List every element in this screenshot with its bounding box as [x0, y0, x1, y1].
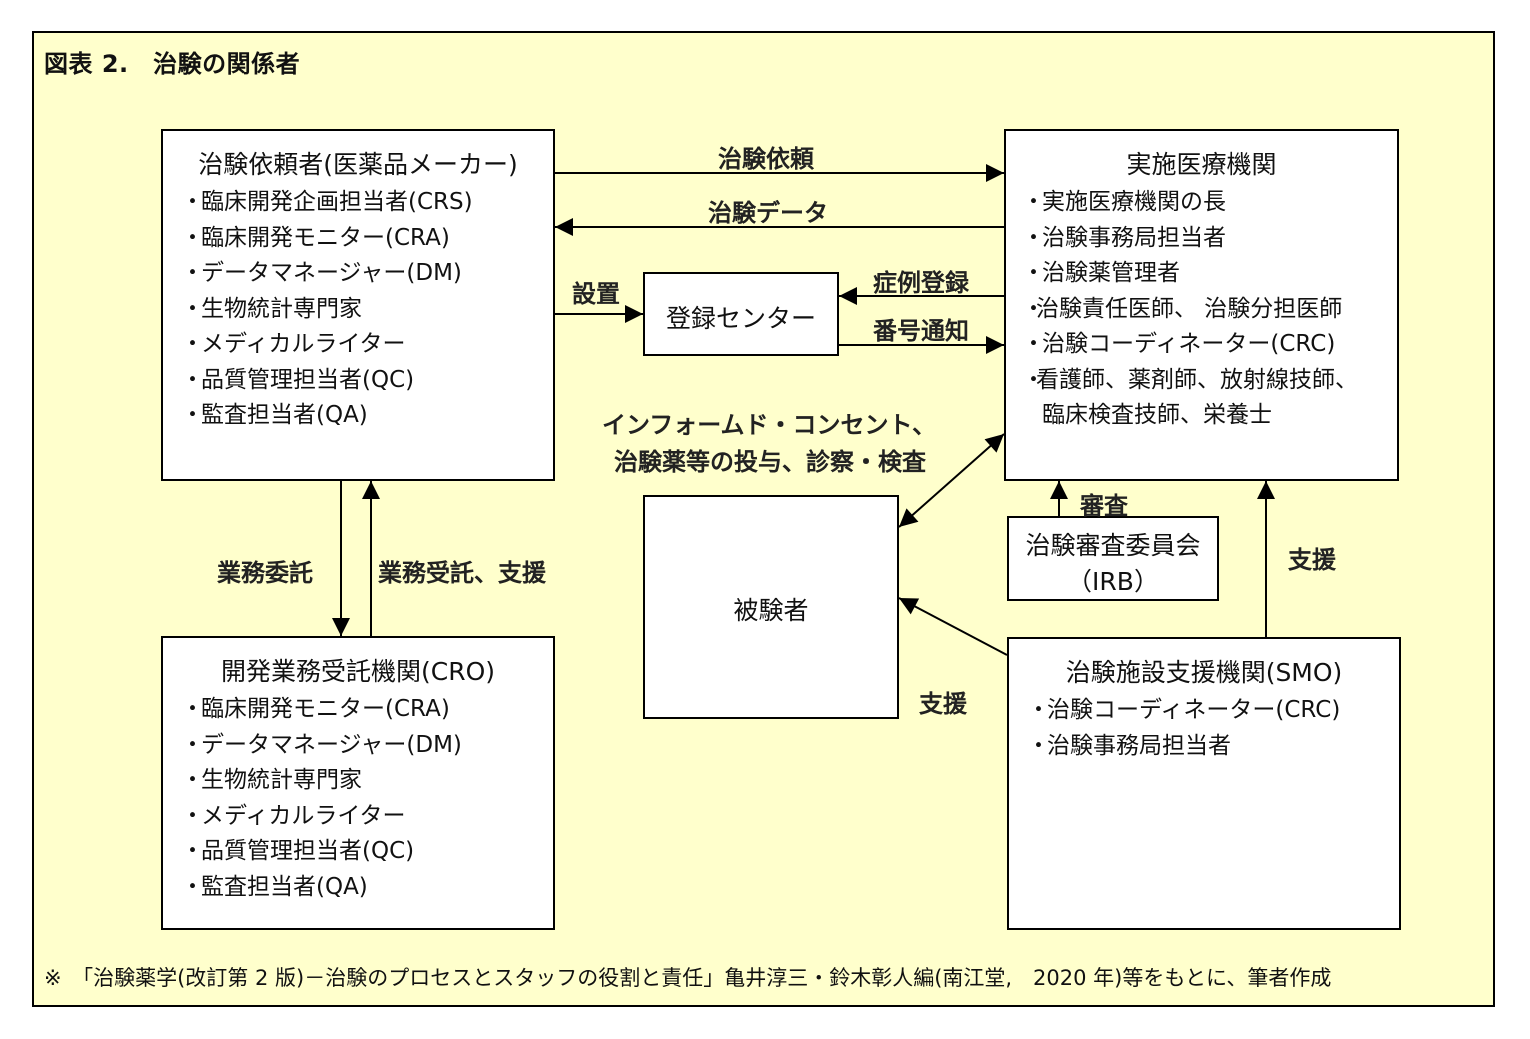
site-box: 実施医療機関 ・実施医療機関の長 ・治験事務局担当者 ・治験薬管理者 ・治験責任…	[1004, 129, 1399, 481]
list-item: ・治験薬管理者	[1022, 260, 1180, 286]
list-item: ・生物統計専門家	[181, 767, 362, 793]
cro-title: 開発業務受託機関(CRO)	[220, 657, 495, 686]
sponsor-roles: ・臨床開発企画担当者(CRS) ・臨床開発モニター(CRA) ・データマネージャ…	[163, 185, 553, 434]
list-item-continuation: 臨床検査技師、栄養士	[1042, 402, 1272, 428]
list-item: ・治験責任医師、 治験分担医師	[1022, 295, 1343, 322]
registration-center-box: 登録センター	[643, 272, 839, 356]
list-item: ・メディカルライター	[181, 802, 406, 829]
label-trial-request: 治験依頼	[718, 145, 814, 173]
label-outsourcing: 業務委託	[217, 559, 313, 587]
label-contract-support: 業務受託、支援	[378, 559, 546, 587]
list-item: ・メディカルライター	[181, 331, 406, 357]
list-item: ・治験コーディネーター(CRC)	[1027, 697, 1341, 723]
list-item: ・実施医療機関の長	[1022, 189, 1226, 215]
list-item: ・データマネージャー(DM)	[181, 260, 462, 286]
list-item: ・臨床開発モニター(CRA)	[181, 224, 450, 251]
list-item: ・監査担当者(QA)	[181, 873, 368, 900]
figure-title: 図表 2. 治験の関係者	[44, 50, 301, 78]
irb-box: 治験審査委員会 （IRB）	[1007, 516, 1219, 601]
irb-title-line1: 治験審査委員会	[1025, 531, 1201, 560]
list-item: ・臨床開発企画担当者(CRS)	[181, 189, 473, 215]
list-item: ・生物統計専門家	[181, 295, 362, 322]
smo-title: 治験施設支援機関(SMO)	[1065, 658, 1343, 687]
site-title: 実施医療機関	[1126, 150, 1277, 179]
label-consent-line1: インフォームド・コンセント、	[602, 411, 937, 439]
subject-title: 被験者	[733, 596, 809, 625]
list-item: ・治験事務局担当者	[1027, 732, 1231, 759]
list-item: ・看護師、薬剤師、放射線技師、	[1022, 366, 1358, 393]
label-case-registration: 症例登録	[873, 269, 969, 297]
cro-roles: ・臨床開発モニター(CRA) ・データマネージャー(DM) ・生物統計専門家 ・…	[163, 692, 553, 905]
label-establish: 設置	[572, 280, 620, 308]
list-item: ・品質管理担当者(QC)	[181, 838, 415, 864]
label-smo-support-subject: 支援	[919, 690, 967, 718]
list-item: ・治験コーディネーター(CRC)	[1022, 331, 1336, 357]
label-review: 審査	[1080, 492, 1128, 520]
label-consent-line2: 治験薬等の投与、診察・検査	[614, 448, 926, 476]
site-roles: ・実施医療機関の長 ・治験事務局担当者 ・治験薬管理者 ・治験責任医師、 治験分…	[1006, 185, 1397, 434]
label-smo-support-site: 支援	[1288, 546, 1336, 574]
sponsor-box: 治験依頼者(医薬品メーカー) ・臨床開発企画担当者(CRS) ・臨床開発モニター…	[161, 129, 555, 481]
label-trial-data: 治験データ	[708, 199, 828, 227]
cro-box: 開発業務受託機関(CRO) ・臨床開発モニター(CRA) ・データマネージャー(…	[161, 636, 555, 930]
label-number-notice: 番号通知	[873, 317, 969, 345]
list-item: ・治験事務局担当者	[1022, 224, 1226, 251]
sponsor-title: 治験依頼者(医薬品メーカー)	[198, 150, 518, 179]
registration-center-title: 登録センター	[665, 304, 816, 333]
subject-box: 被験者	[643, 495, 899, 719]
list-item: ・品質管理担当者(QC)	[181, 366, 415, 393]
smo-roles: ・治験コーディネーター(CRC) ・治験事務局担当者	[1009, 693, 1399, 764]
source-note: ※ 「治験薬学(改訂第 2 版)－治験のプロセスとスタッフの役割と責任」亀井淳三…	[44, 966, 1332, 990]
list-item: ・監査担当者(QA)	[181, 402, 368, 428]
irb-title-line2: （IRB）	[1067, 567, 1159, 596]
smo-box: 治験施設支援機関(SMO) ・治験コーディネーター(CRC) ・治験事務局担当者	[1007, 637, 1401, 930]
list-item: ・臨床開発モニター(CRA)	[181, 696, 450, 722]
list-item: ・データマネージャー(DM)	[181, 731, 462, 758]
